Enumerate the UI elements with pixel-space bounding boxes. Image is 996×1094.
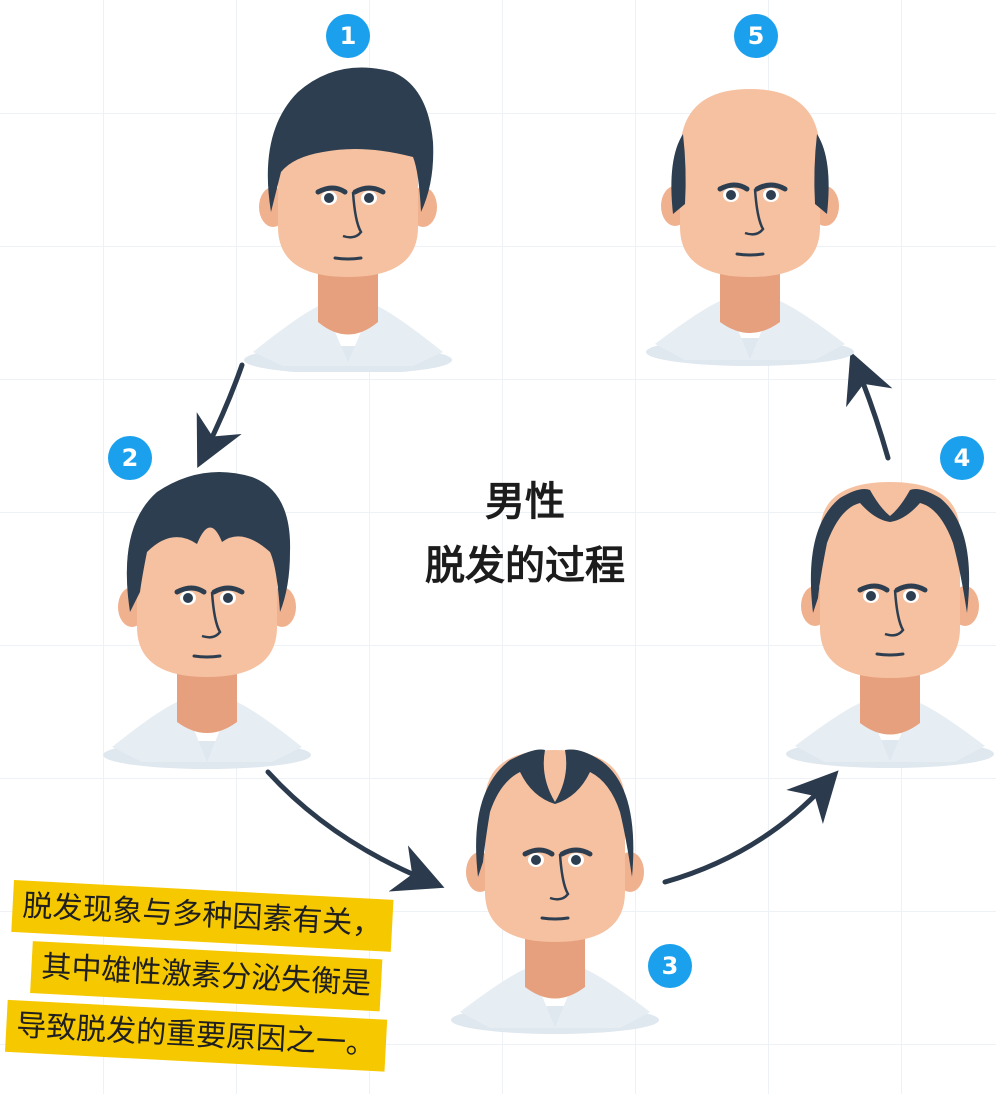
face-stage-1 <box>244 67 452 372</box>
note-line-3: 导致脱发的重要原因之一。 <box>4 999 388 1072</box>
stage-2-badge: 2 <box>108 436 152 480</box>
title-line-1: 男性 <box>485 479 565 525</box>
stage-1-badge: 1 <box>326 14 370 58</box>
face-stage-5 <box>646 89 854 366</box>
face-stage-2 <box>103 472 311 769</box>
face-stage-4 <box>786 482 994 768</box>
stage-4-badge: 4 <box>940 436 984 480</box>
arrow-2-to-3-icon <box>265 769 445 892</box>
arrow-3-to-4-icon <box>662 770 839 885</box>
stage-5-badge: 5 <box>734 14 778 58</box>
note-box: 脱发现象与多种因素有关， 其中雄性激素分泌失衡是 导致脱发的重要原因之一。 <box>4 880 444 1082</box>
note-line-2: 其中雄性激素分泌失衡是 <box>30 941 383 1012</box>
title-line-2: 脱发的过程 <box>425 543 625 589</box>
diagram-title: 男性 脱发的过程 <box>380 470 670 598</box>
arrow-1-to-2-icon <box>196 362 245 468</box>
arrow-4-to-5-icon <box>846 351 893 461</box>
face-stage-3 <box>451 749 659 1034</box>
stage-3-badge: 3 <box>648 944 692 988</box>
